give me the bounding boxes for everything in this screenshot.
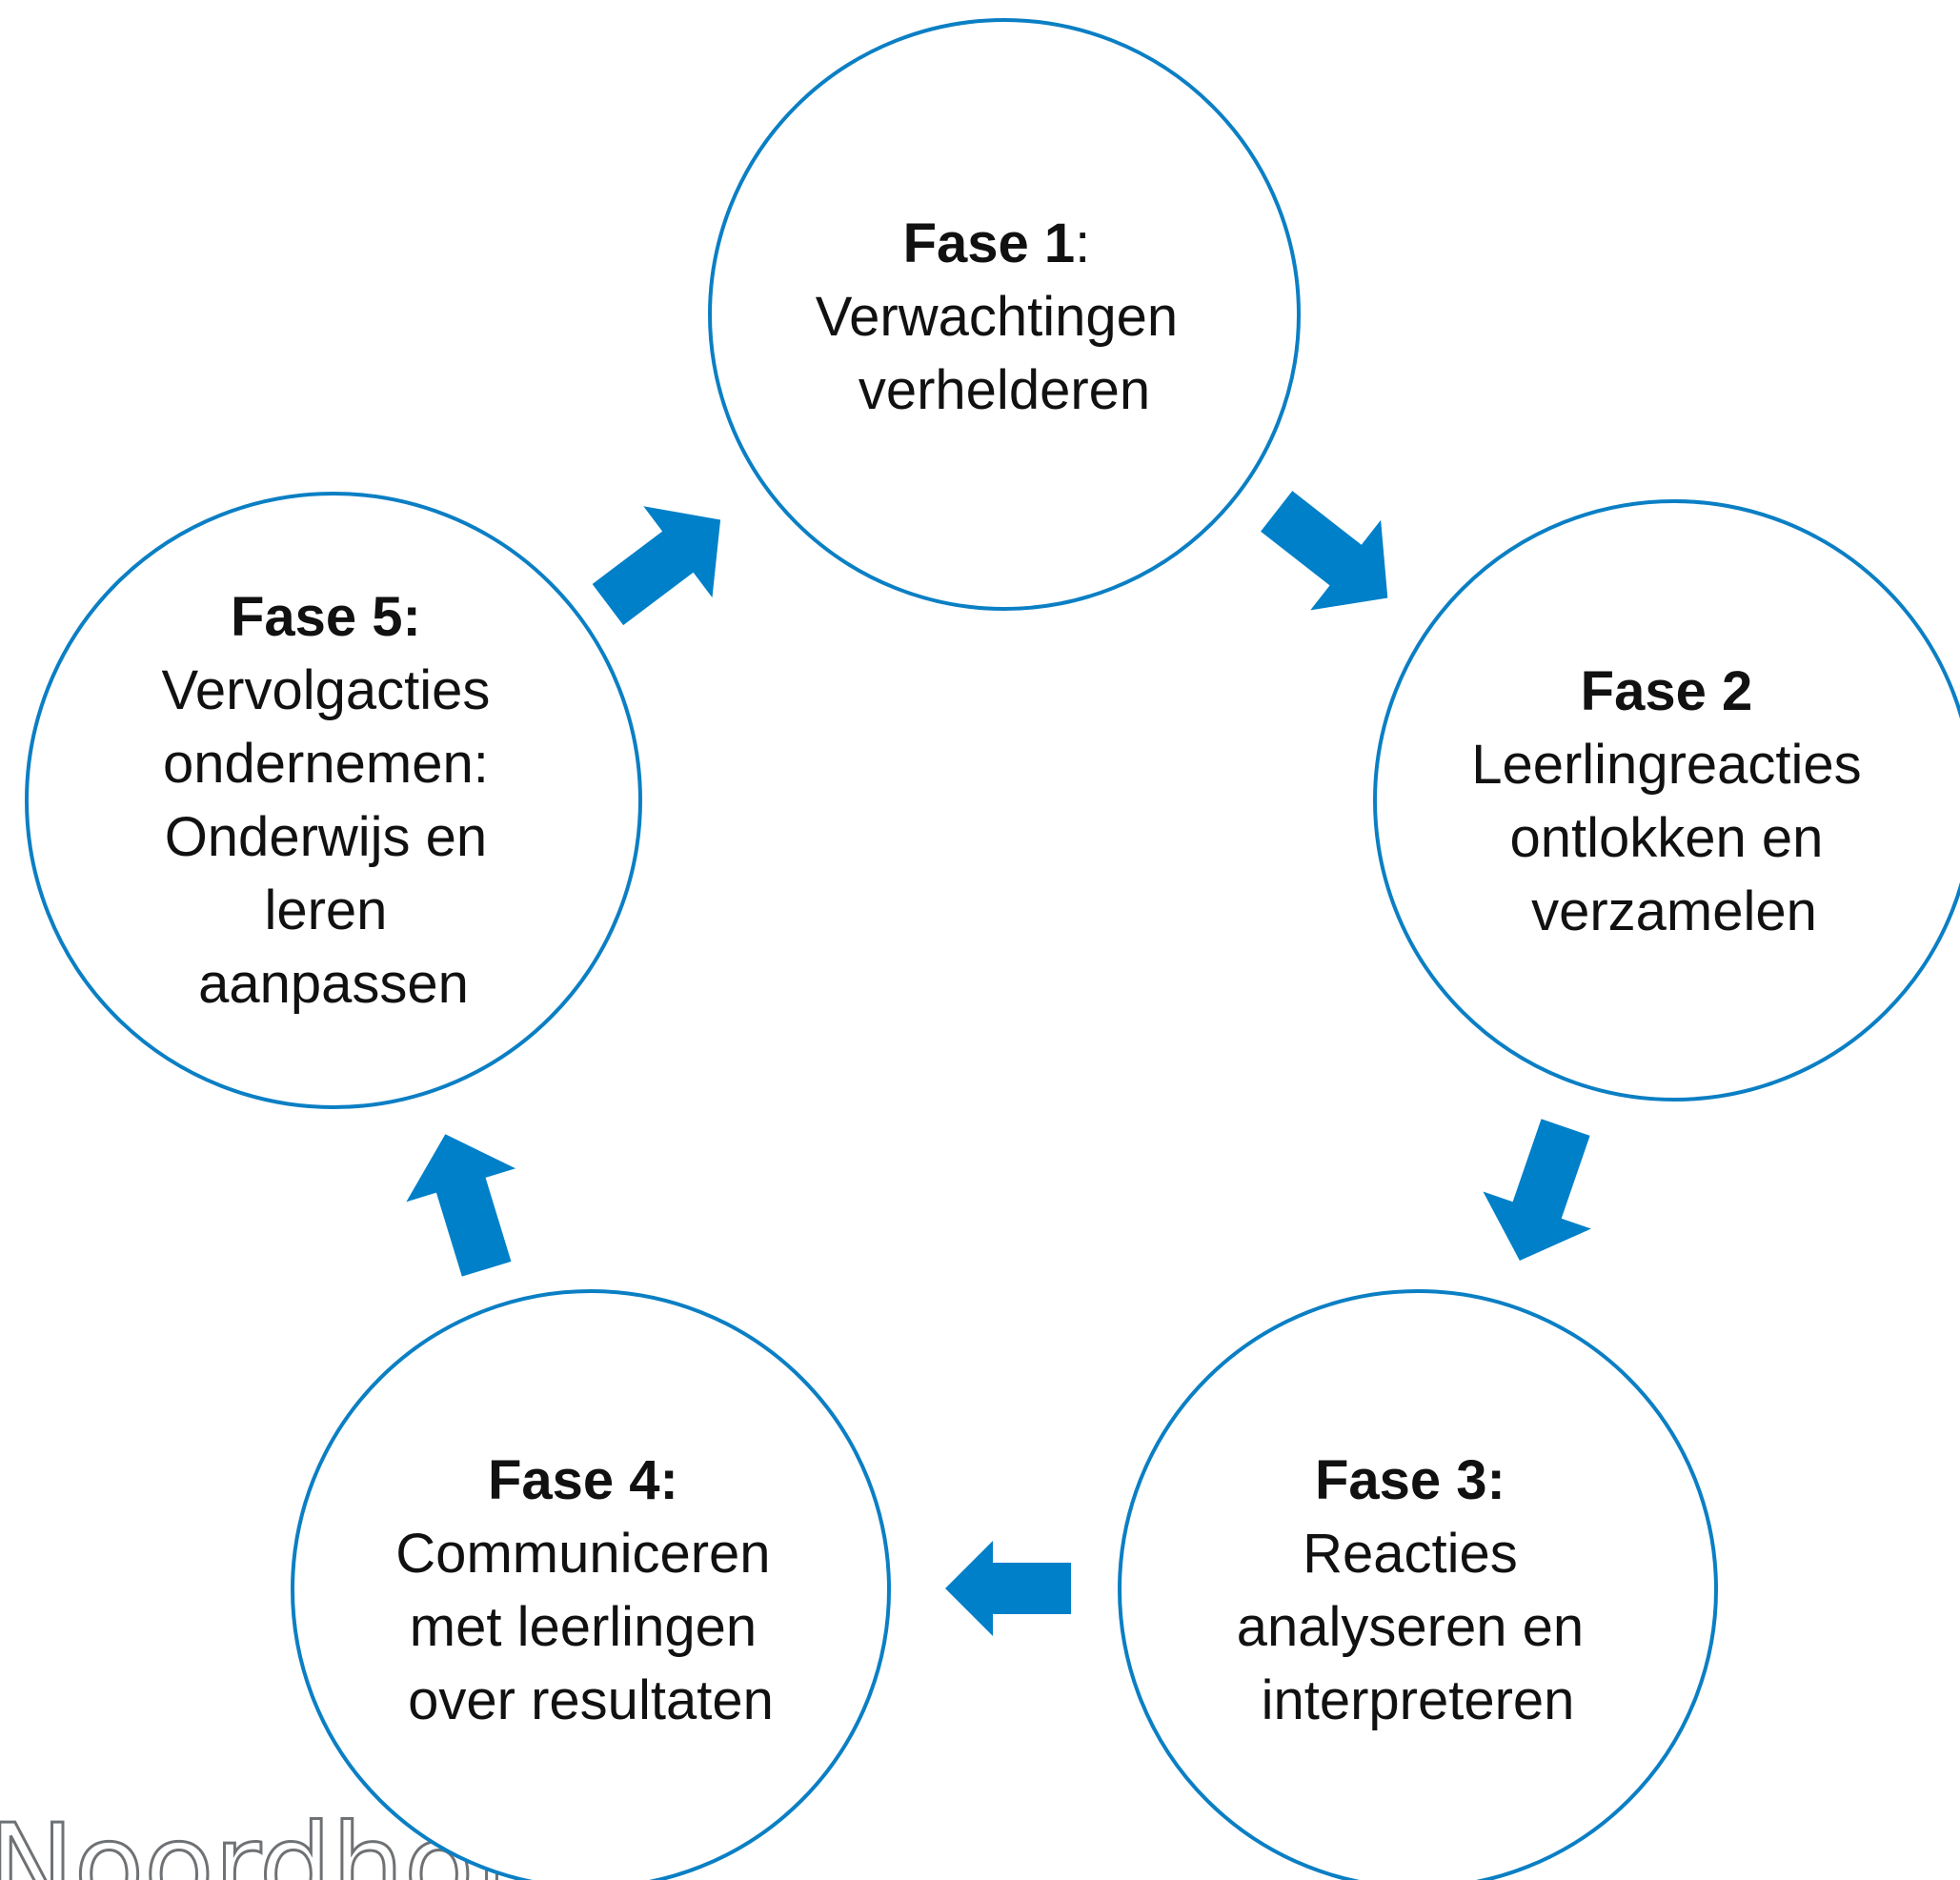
phase-1-line-1: Verwachtingen bbox=[816, 286, 1178, 348]
arrow-phase-5-to-1 bbox=[592, 506, 721, 626]
phase-3-title: Fase 3: bbox=[1315, 1449, 1505, 1511]
phase-5-node: Fase 5: Vervolgacties ondernemen: Onderw… bbox=[25, 492, 642, 1109]
arrow-right-down-icon bbox=[1261, 491, 1388, 611]
phase-5-title: Fase 5: bbox=[231, 586, 421, 648]
phase-2-line-1: Leerlingreacties bbox=[1471, 734, 1861, 796]
phase-5-label: Fase 5: Vervolgacties ondernemen: Onderw… bbox=[161, 586, 505, 1015]
phase-2-node: Fase 2 Leerlingreacties ontlokken en ver… bbox=[1373, 499, 1960, 1102]
arrow-down-icon bbox=[1483, 1119, 1591, 1261]
phase-4-circle bbox=[291, 1289, 891, 1880]
arrow-right-up-icon bbox=[592, 506, 721, 626]
phase-5-line-3: Onderwijs en bbox=[165, 806, 487, 868]
phase-5-line-4: leren bbox=[264, 879, 387, 941]
phase-5-line-5: aanpassen bbox=[198, 953, 469, 1015]
phase-1-label: Fase 1: Verwachtingen verhelderen bbox=[816, 212, 1194, 421]
phase-4-line-2: met leerlingen bbox=[410, 1596, 757, 1658]
phase-5-line-1: Vervolgacties bbox=[161, 659, 490, 721]
phase-2-title: Fase 2 bbox=[1581, 660, 1753, 722]
phase-2-circle bbox=[1373, 499, 1960, 1102]
phase-3-line-1: Reacties bbox=[1303, 1523, 1518, 1585]
phase-2-line-3: verzamelen bbox=[1531, 880, 1817, 942]
phase-1-line-2: verhelderen bbox=[859, 359, 1150, 421]
phase-3-circle bbox=[1118, 1289, 1718, 1880]
phase-4-line-1: Communiceren bbox=[395, 1523, 770, 1585]
arrow-phase-4-to-5 bbox=[406, 1134, 516, 1277]
phase-2-label: Fase 2 Leerlingreacties ontlokken en ver… bbox=[1471, 660, 1877, 942]
arrow-left-icon bbox=[945, 1541, 1071, 1636]
phase-1-node: Fase 1: Verwachtingen verhelderen bbox=[708, 18, 1301, 611]
arrow-phase-2-to-3 bbox=[1483, 1119, 1591, 1261]
phase-5-line-2: ondernemen: bbox=[163, 733, 489, 795]
phase-3-line-2: analyseren en bbox=[1237, 1596, 1584, 1658]
phase-4-label: Fase 4: Communiceren met leerlingen over… bbox=[395, 1449, 785, 1731]
arrow-phase-3-to-4 bbox=[945, 1541, 1071, 1636]
phase-3-node: Fase 3: Reacties analyseren en interpret… bbox=[1118, 1289, 1718, 1880]
phase-4-title: Fase 4: bbox=[488, 1449, 678, 1511]
phase-4-node: Fase 4: Communiceren met leerlingen over… bbox=[291, 1289, 891, 1880]
phase-3-line-3: interpreteren bbox=[1262, 1669, 1575, 1731]
phase-4-line-3: over resultaten bbox=[408, 1669, 774, 1731]
phase-2-line-2: ontlokken en bbox=[1509, 807, 1823, 869]
phase-3-label: Fase 3: Reacties analyseren en interpret… bbox=[1237, 1449, 1600, 1731]
phase-1-title-suffix: : bbox=[1075, 212, 1090, 274]
phase-1-circle bbox=[708, 18, 1301, 611]
phase-5-circle bbox=[25, 492, 642, 1109]
arrow-up-icon bbox=[406, 1134, 516, 1277]
phase-1-title: Fase 1 bbox=[903, 212, 1076, 274]
arrow-phase-1-to-2 bbox=[1261, 491, 1388, 611]
